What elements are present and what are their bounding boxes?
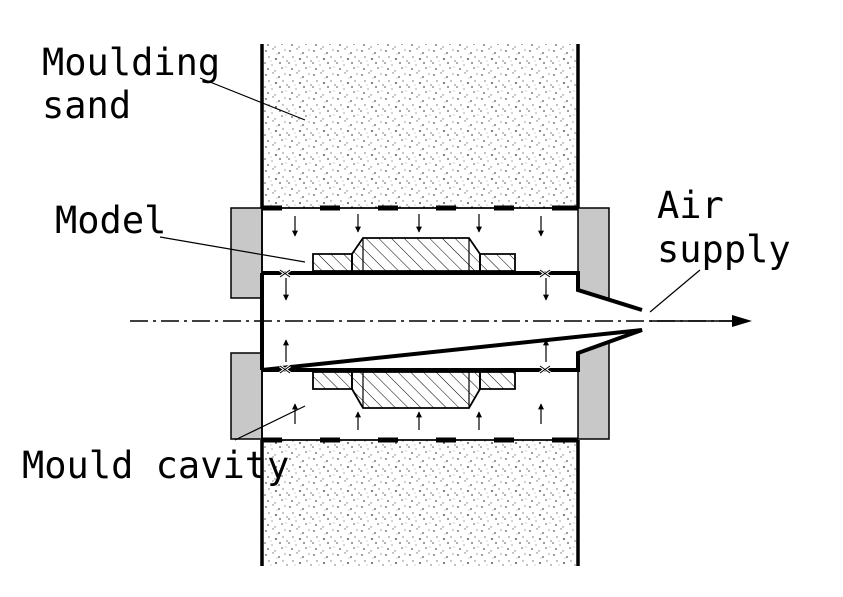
- air-direction-arrowhead: [732, 315, 752, 327]
- moulding-sand-top: [262, 44, 578, 208]
- label-moulding-sand-line1: Moulding: [42, 41, 220, 84]
- label-air-supply-line1: Air: [657, 184, 724, 227]
- label-model: Model: [55, 199, 166, 242]
- air-duct-outline: [261, 271, 643, 372]
- leader-model: [159, 236, 306, 263]
- flask-frame-left-bottom: [230, 352, 263, 440]
- moulding-sand-bottom: [262, 440, 578, 566]
- model-top: [312, 237, 516, 272]
- label-mould-cavity: Mould cavity: [22, 444, 289, 487]
- label-moulding-sand-line2: sand: [42, 84, 131, 127]
- label-air-supply-line2: supply: [657, 228, 791, 271]
- leader-mould-cavity: [234, 405, 306, 441]
- model-bottom: [312, 371, 516, 409]
- leader-moulding-sand: [199, 77, 306, 121]
- airflow-arrows-top: [283, 214, 549, 301]
- leader-air-supply: [649, 269, 701, 313]
- duct-vent-marks: [279, 269, 551, 374]
- flask-frame-left-top: [230, 207, 263, 299]
- airflow-arrows-bottom: [283, 339, 549, 430]
